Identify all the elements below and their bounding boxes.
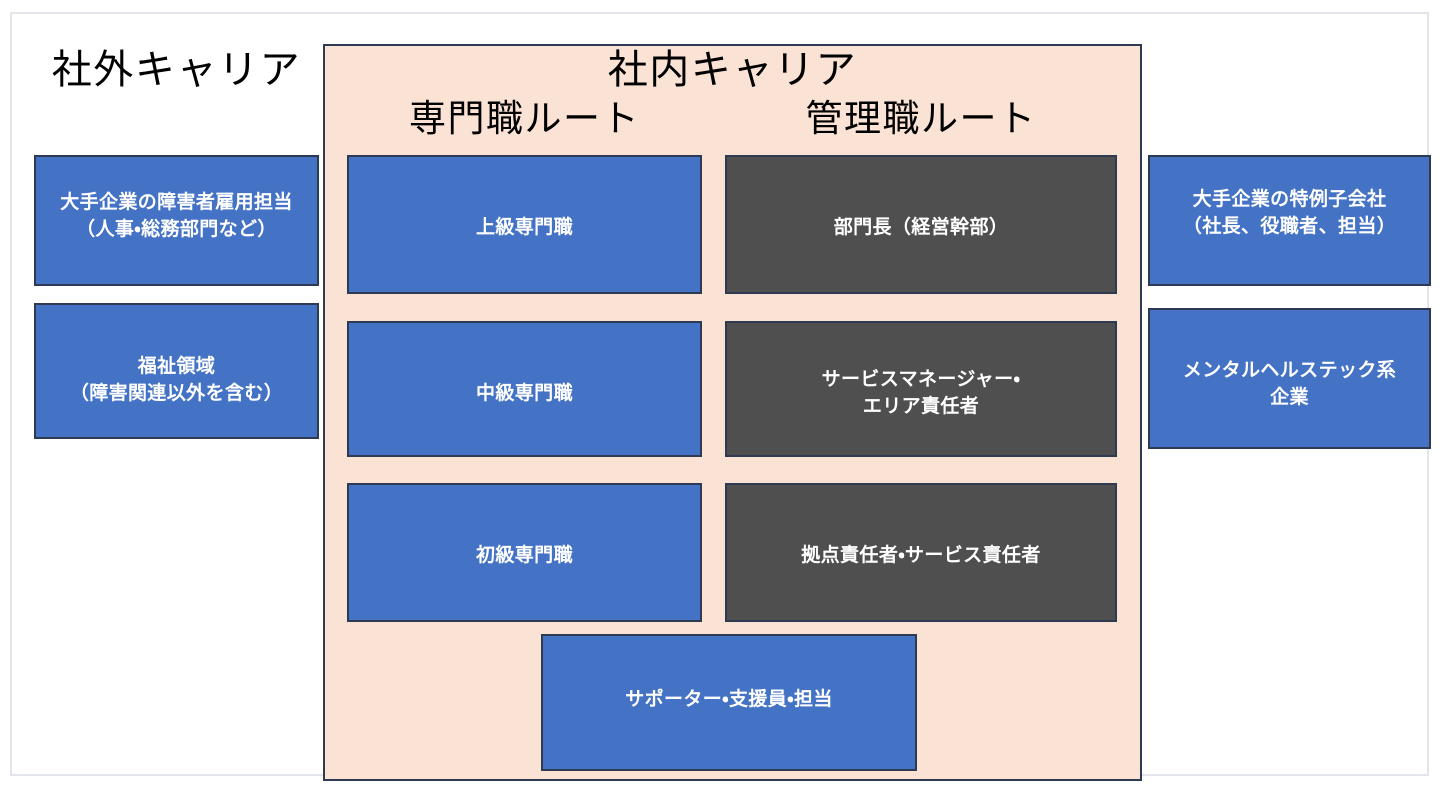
external-left-node-1: 福祉領域（障害関連以外を含む） <box>34 303 319 439</box>
node-label: 福祉領域（障害関連以外を含む） <box>69 356 284 404</box>
node-label: メンタルヘルステック系企業 <box>1182 360 1397 408</box>
node-label: 大手企業の障害者雇用担当（人事・総務部門など） <box>60 192 293 240</box>
node-label: 拠点責任者・サービス責任者 <box>801 545 1041 566</box>
external-right-node-1: メンタルヘルステック系企業 <box>1148 308 1431 449</box>
node-label: 初級専門職 <box>476 545 573 566</box>
node-label: 大手企業の特例子会社（社長、役職者、担当） <box>1182 189 1397 237</box>
specialist-node-junior: 初級専門職 <box>347 483 702 622</box>
management-node-department-head: 部門長（経営幹部） <box>725 155 1117 294</box>
internal-career-heading: 社内キャリア <box>607 47 858 92</box>
node-label: 上級専門職 <box>476 217 573 238</box>
base-node-supporter: サポーター・支援員・担当 <box>541 634 917 771</box>
specialist-node-senior: 上級専門職 <box>347 155 702 294</box>
external-career-heading: 社外キャリア <box>51 47 302 92</box>
external-left-node-0: 大手企業の障害者雇用担当（人事・総務部門など） <box>34 155 319 286</box>
management-node-service-manager: サービスマネージャー・エリア責任者 <box>725 321 1117 457</box>
node-label: サービスマネージャー・エリア責任者 <box>821 369 1021 417</box>
management-node-site-manager: 拠点責任者・サービス責任者 <box>725 483 1117 622</box>
external-right-node-0: 大手企業の特例子会社（社長、役職者、担当） <box>1148 155 1431 286</box>
specialist-node-middle: 中級専門職 <box>347 321 702 457</box>
node-label: 中級専門職 <box>476 383 573 404</box>
management-route-heading: 管理職ルート <box>805 99 1037 140</box>
specialist-route-heading: 専門職ルート <box>409 99 640 140</box>
slide-frame: 社外キャリア 社内キャリア 専門職ルート 管理職ルート 大手企業の障害者雇用担当… <box>10 12 1431 781</box>
node-label: 部門長（経営幹部） <box>833 217 1009 238</box>
node-label: サポーター・支援員・担当 <box>625 689 833 710</box>
